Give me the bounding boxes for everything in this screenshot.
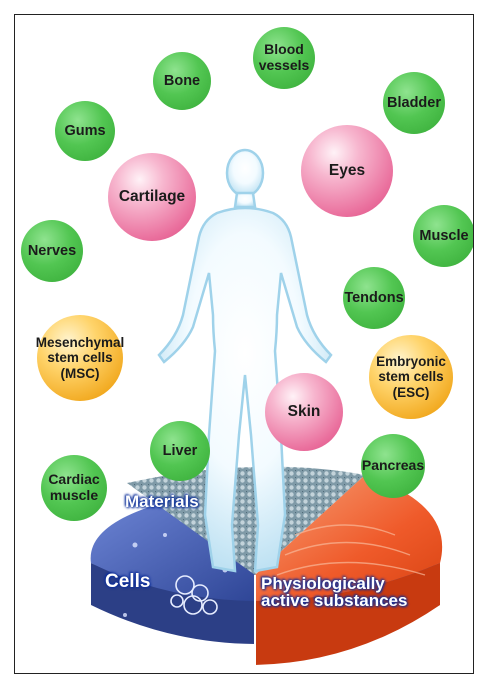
bubble-liver: Liver <box>150 421 210 481</box>
bubble-skin: Skin <box>265 373 343 451</box>
bubble-label: Tendons <box>344 290 403 306</box>
bubble-label: Bladder <box>387 95 441 111</box>
bubble-blood-vessels: Blood vessels <box>253 27 315 89</box>
bubble-msc: Mesenchymal stem cells (MSC) <box>37 315 123 401</box>
bubble-label: Skin <box>288 403 321 420</box>
bubble-label: Mesenchymal stem cells (MSC) <box>36 335 125 380</box>
bubble-label: Blood vessels <box>259 42 310 73</box>
bubble-label: Embryonic stem cells (ESC) <box>376 354 446 399</box>
bubble-gums: Gums <box>55 101 115 161</box>
bubble-nerves: Nerves <box>21 220 83 282</box>
diagram-frame: Bone Blood vessels Bladder Gums Cartilag… <box>14 14 474 674</box>
bubble-cartilage: Cartilage <box>108 153 196 241</box>
bubble-label: Liver <box>163 443 198 459</box>
bubble-cardiac-muscle: Cardiac muscle <box>41 455 107 521</box>
bubble-label: Gums <box>64 123 105 139</box>
bubble-label: Nerves <box>28 243 76 259</box>
bubble-bladder: Bladder <box>383 72 445 134</box>
bubble-bone: Bone <box>153 52 211 110</box>
label-physiologically-active-substances: Physiologically active substances <box>261 575 407 609</box>
bubble-label: Muscle <box>419 228 468 244</box>
bubble-label: Pancreas <box>362 458 424 474</box>
bubble-tendons: Tendons <box>343 267 405 329</box>
bubble-muscle: Muscle <box>413 205 474 267</box>
bubble-eyes: Eyes <box>301 125 393 217</box>
bubble-label: Cardiac muscle <box>48 472 99 503</box>
label-materials: Materials <box>125 493 199 510</box>
bubble-label: Eyes <box>329 162 365 179</box>
label-cells: Cells <box>105 572 150 591</box>
bubble-label: Cartilage <box>119 188 185 205</box>
bubble-label: Bone <box>164 73 200 89</box>
bubble-pancreas: Pancreas <box>361 434 425 498</box>
bubble-esc: Embryonic stem cells (ESC) <box>369 335 453 419</box>
